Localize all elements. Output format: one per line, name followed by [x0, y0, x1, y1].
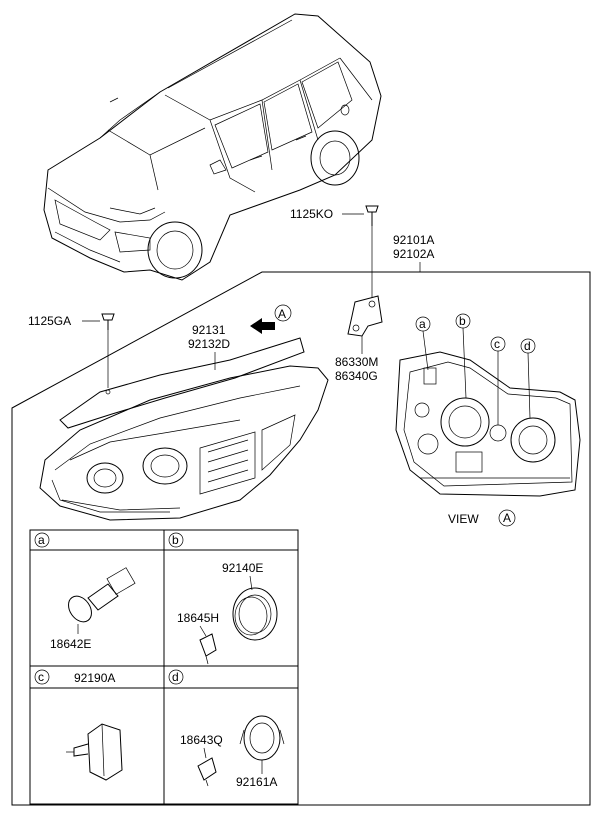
arrow-marker-A: A: [278, 307, 286, 321]
label-92102A: 92102A: [393, 247, 434, 261]
label-18645H: 18645H: [177, 611, 219, 625]
headlamp-rear-view: [395, 351, 581, 497]
label-92190A: 92190A: [74, 671, 115, 685]
cell-c: c 92190A: [34, 669, 123, 781]
svg-text:d: d: [172, 670, 179, 684]
callout-d: d: [520, 338, 536, 419]
svg-text:c: c: [38, 670, 44, 684]
label-18642E: 18642E: [50, 637, 91, 651]
label-92132D: 92132D: [188, 337, 230, 351]
screw-1125GA: [101, 313, 115, 388]
callout-c: c: [490, 336, 506, 425]
label-1125KO: 1125KO: [290, 207, 333, 221]
label-1125GA: 1125GA: [28, 314, 71, 328]
svg-text:a: a: [38, 533, 45, 547]
bulb-18642E: [68, 567, 136, 623]
svg-text:b: b: [172, 533, 179, 547]
label-86340G: 86340G: [335, 369, 378, 383]
callout-b: b: [455, 313, 471, 399]
parts-table: [29, 529, 299, 805]
callout-a: a: [415, 316, 431, 371]
bulb-18643Q: [197, 757, 217, 787]
view-label: VIEW: [448, 512, 479, 526]
cap-92140E: [232, 587, 278, 641]
label-92140E: 92140E: [222, 561, 263, 575]
view-marker-A: A: [503, 511, 511, 525]
bracket-86330M: [347, 295, 383, 337]
headlamp-cover-strip: [59, 337, 305, 429]
cell-a: a 18642E: [34, 532, 136, 651]
label-86330M: 86330M: [335, 355, 378, 369]
svg-text:d: d: [524, 339, 531, 353]
socket-92161A: [239, 715, 285, 761]
svg-text:a: a: [419, 317, 426, 331]
bulb-18645H: [199, 633, 217, 665]
cell-d: d 18643Q 92161A: [168, 669, 285, 789]
cell-b: b 92140E 18645H: [168, 532, 278, 665]
svg-text:c: c: [494, 337, 500, 351]
label-92131: 92131: [192, 323, 226, 337]
label-18643Q: 18643Q: [180, 733, 223, 747]
headlamp-assembly: [39, 365, 329, 521]
label-92161A: 92161A: [236, 775, 277, 789]
assembly-frame: [11, 271, 591, 806]
actuator-92190A: [66, 723, 123, 781]
svg-text:b: b: [459, 314, 466, 328]
view-arrow: A: [250, 304, 292, 334]
screw-1125KO: [365, 205, 379, 298]
vehicle-illustration: [43, 13, 382, 281]
label-92101A: 92101A: [393, 233, 434, 247]
